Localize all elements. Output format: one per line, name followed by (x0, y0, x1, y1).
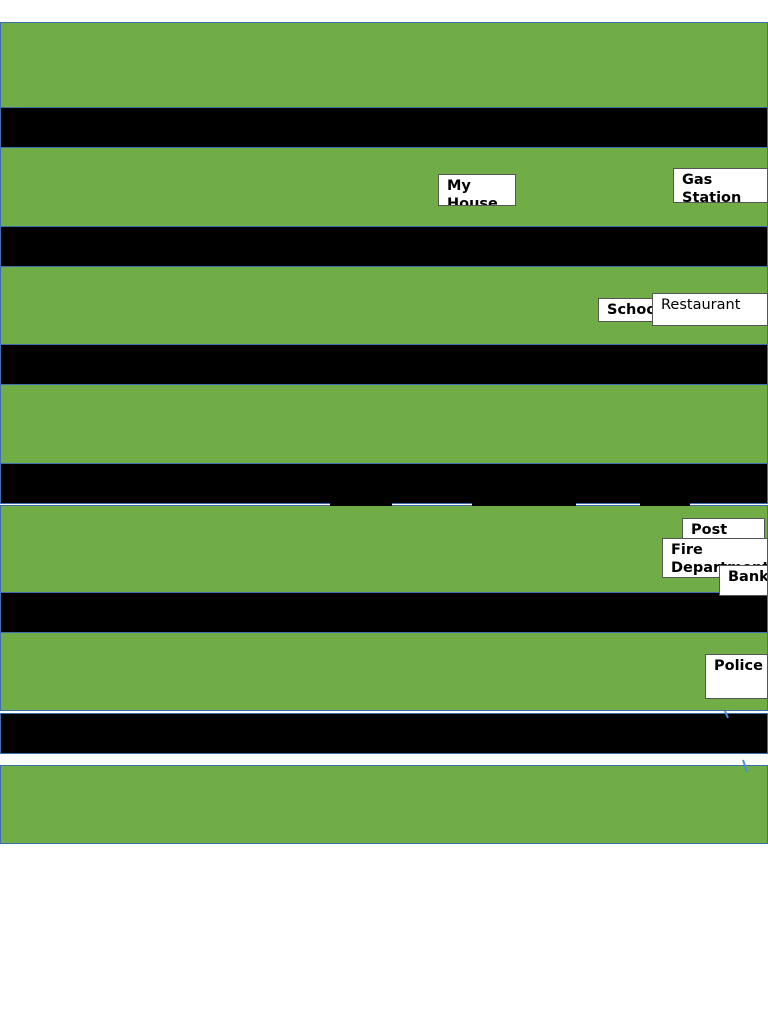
road-1 (0, 107, 768, 148)
label-restaurant[interactable]: Restaurant (652, 293, 768, 326)
road-3 (0, 344, 768, 385)
route-segment (742, 759, 748, 773)
road-2 (0, 226, 768, 267)
label-bank[interactable]: Bank (719, 565, 768, 596)
road-shadow (330, 501, 392, 506)
label-school[interactable]: School (598, 298, 658, 322)
city-block-4 (0, 384, 768, 464)
route-segment (724, 710, 729, 719)
city-block-7 (0, 765, 768, 844)
label-my-house[interactable]: My House (438, 174, 516, 206)
road-5 (0, 592, 768, 633)
label-gas-station[interactable]: Gas Station (673, 168, 768, 203)
label-police[interactable]: Police (705, 654, 768, 699)
road-shadow (472, 501, 576, 506)
label-post[interactable]: Post (682, 518, 765, 540)
city-block-1 (0, 22, 768, 108)
road-4 (0, 463, 768, 504)
road-6 (0, 713, 768, 754)
road-shadow (640, 501, 690, 506)
